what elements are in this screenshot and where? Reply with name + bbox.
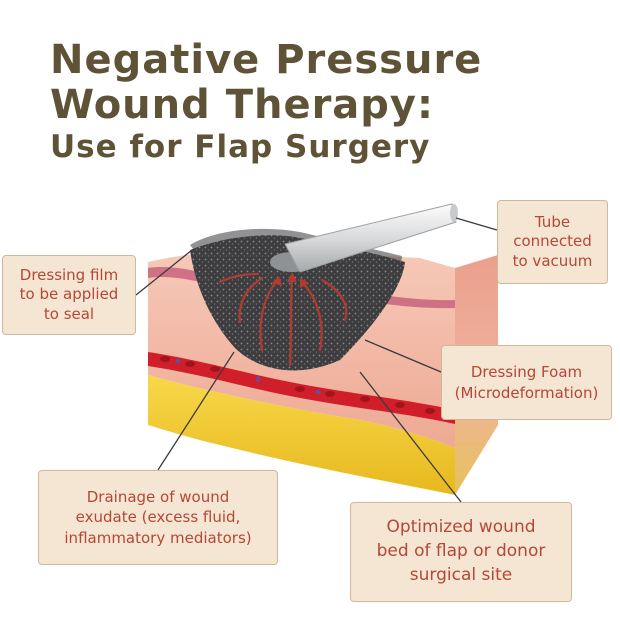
drainage-arrows [218,272,348,367]
tube-end [450,204,458,222]
callout-text: exudate (excess fluid, [75,508,241,527]
callout-dressing-film: Dressing film to be applied to seal [2,255,136,335]
red-blood-cells [160,356,435,414]
callout-text: to be applied [19,285,119,304]
callout-dressing-foam: Dressing Foam (Microdeformation) [441,345,612,420]
title-line-3: Use for Flap Surgery [50,128,431,165]
callout-tube: Tube connected to vacuum [497,200,608,284]
callout-text: (Microdeformation) [454,383,599,402]
callout-text: Drainage of wound [86,488,230,507]
arrow-heads [272,272,309,288]
callout-text: inflammatory mediators) [64,528,252,547]
callout-text: connected [513,232,592,251]
callout-text: bed of flap or donor [376,541,546,562]
callout-text: surgical site [409,564,513,585]
callout-text: Dressing Foam [470,363,583,382]
callout-text: Dressing film [19,265,119,284]
callout-text: Optimized wound [386,517,536,538]
dressing-foam [190,235,405,371]
title-line-1: Negative Pressure [50,37,483,83]
title-line-2: Wound Therapy: [50,81,434,128]
callout-text: to vacuum [512,251,593,270]
fat-layer [148,375,455,495]
page-title: Negative Pressure Wound Therapy: Use for… [50,38,482,164]
callout-wound-bed: Optimized wound bed of flap or donor sur… [350,502,572,602]
callout-text: to seal [43,304,95,323]
vacuum-tube [284,203,457,273]
leader-lines [135,217,498,503]
callout-text: Tube [534,212,571,231]
purple-cells [175,358,321,395]
callout-drainage: Drainage of wound exudate (excess fluid,… [38,470,278,565]
